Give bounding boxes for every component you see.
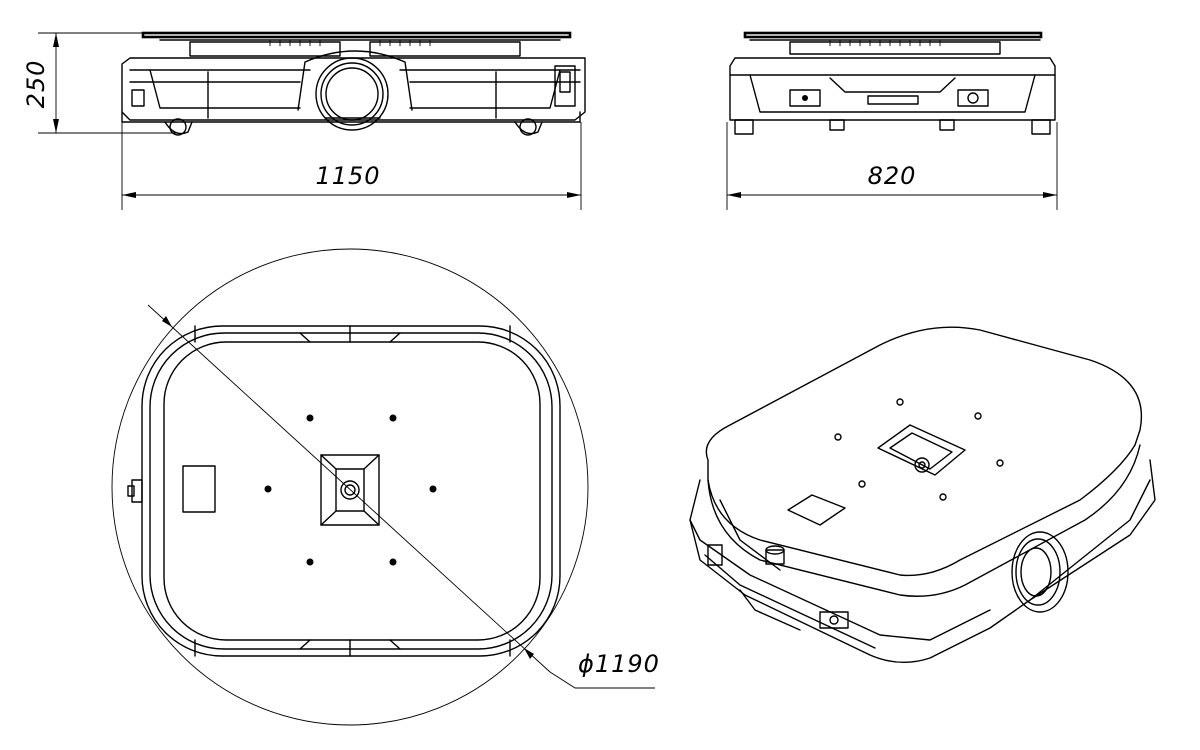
side-width-dimension: 820 [868,162,917,190]
front-dimensions: 250 1150 [22,32,582,210]
front-length-dimension: 1150 [315,162,380,190]
turning-diameter-dimension: ϕ1190 [578,650,660,678]
front-view [121,31,586,136]
height-dimension: 250 [22,60,50,109]
side-dimensions: 820 [726,122,1058,210]
side-view [729,31,1056,135]
top-view: ϕ1190 [111,248,660,726]
isometric-view [689,326,1156,663]
